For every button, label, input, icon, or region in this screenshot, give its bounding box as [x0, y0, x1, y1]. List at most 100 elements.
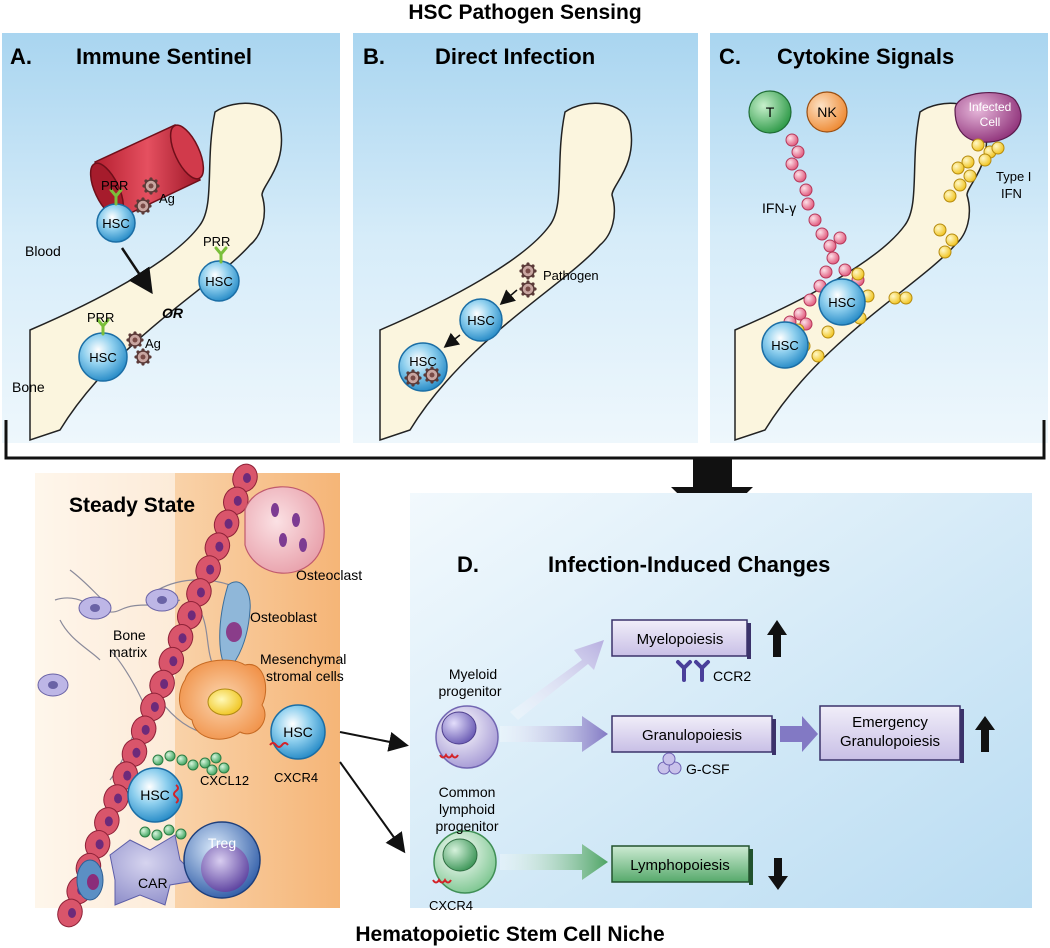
type-i-ifn-bead [899, 291, 913, 305]
cxcr4-label: CXCR4 [429, 898, 473, 913]
osteoblast-lining-nucleus [196, 587, 205, 598]
ifn-gamma-bead [838, 263, 852, 277]
ifn-gamma-bead [803, 293, 817, 307]
type-i-ifn-bead [978, 153, 992, 167]
granulopoiesis-arrow [500, 716, 608, 752]
cxcl12-bead [206, 764, 218, 776]
svg-text:HSC: HSC [828, 295, 855, 310]
svg-text:Cell: Cell [980, 115, 1001, 129]
osteoblast-lining-nucleus [206, 564, 215, 575]
type-i-ifn-bead [963, 169, 977, 183]
type-i-ifn-bead [951, 161, 965, 175]
osteoblast-lining-nucleus [104, 816, 113, 827]
cxcl12-bead [210, 752, 222, 764]
ifn-gamma-beads [783, 133, 865, 331]
panel-a-letter: A. [10, 44, 32, 69]
svg-text:HSC: HSC [467, 313, 494, 328]
increase-arrow [975, 716, 995, 752]
svg-text:Myelopoiesis: Myelopoiesis [637, 631, 724, 648]
niche-to-myeloid-arrow [339, 731, 409, 752]
svg-text:Infected: Infected [969, 100, 1012, 114]
svg-text:HSC: HSC [140, 787, 170, 803]
lymphopoiesis-arrow [500, 844, 608, 880]
cxcl12-bead [151, 829, 163, 841]
infect-arrow [443, 332, 461, 348]
type-i-ifn-bead [811, 349, 825, 363]
osteoblast [219, 581, 251, 671]
type-i-ifn-bead [888, 291, 902, 305]
cxcl12-bead [164, 750, 176, 762]
ifn-gamma-bead [826, 251, 840, 265]
lymphoid-label: lymphoid [439, 801, 495, 817]
osteoblast-lining-nucleus [141, 724, 150, 735]
ifn-gamma-bead [833, 231, 847, 245]
svg-text:HSC: HSC [409, 354, 436, 369]
car-cell [76, 834, 202, 906]
emergency-granulopoiesis-box: Emergency Granulopoiesis [819, 705, 964, 763]
osteoblast-lining-nucleus [123, 770, 132, 781]
svg-text:T: T [766, 104, 775, 120]
myeloid-label: Myeloid [449, 666, 497, 682]
ifn-gamma-bead [823, 239, 837, 253]
myeloid-progenitor [435, 705, 499, 769]
ifn-gamma-bead [785, 133, 799, 147]
or-label: OR [162, 305, 184, 321]
panel-b-letter: B. [363, 44, 385, 69]
gcsf-label: G-CSF [686, 761, 730, 777]
osteoblast-lining-nucleus [243, 473, 251, 483]
niche-panel: Steady State Bone matrix Osteoclast [35, 463, 362, 928]
hsc-cell: HSC [127, 767, 183, 823]
blood-label: Blood [25, 243, 61, 259]
type-i-ifn-bead [945, 233, 959, 247]
cxcl12-label: CXCL12 [200, 773, 249, 788]
type-i-ifn-beads [791, 138, 1005, 363]
ifn-gamma-bead [815, 227, 829, 241]
ifn-gamma-bead [801, 197, 815, 211]
cxcl12-bead [139, 826, 151, 838]
panel-d: D. Infection-Induced Changes Myeloid pro… [410, 493, 1032, 913]
panel-c-letter: C. [719, 44, 741, 69]
msc-label: Mesenchymal [260, 651, 346, 667]
prr-label: PRR [87, 310, 114, 325]
osteoblast-lining-nucleus [114, 793, 123, 804]
bone-matrix-label: Bone [113, 627, 146, 643]
treg-cell: Treg [183, 821, 261, 899]
type-i-ifn-bead [933, 223, 947, 237]
cxcr4-receptor [173, 784, 179, 804]
osteocyte [37, 588, 179, 697]
antigen-icon [125, 330, 145, 350]
ifn-gamma-bead [819, 265, 833, 279]
cxcr4-receptor [439, 753, 459, 759]
ag-label: Ag [159, 191, 175, 206]
pathogen-icon [422, 365, 442, 385]
hsc-cell: HSC [818, 278, 866, 326]
ccr2-label: CCR2 [713, 668, 751, 684]
osteoblast-lining-nucleus [224, 518, 233, 529]
myelopoiesis-arrow [510, 640, 604, 720]
gcsf-molecule [657, 752, 682, 775]
osteoblast-lining-nucleus [169, 656, 178, 667]
panel-b-title: Direct Infection [435, 44, 595, 69]
svg-text:HSC: HSC [283, 724, 313, 740]
myelopoiesis-box: Myelopoiesis [611, 619, 751, 659]
niche-to-lymphoid-arrow [339, 761, 406, 854]
cxcl12-bead [187, 759, 199, 771]
increase-arrow [767, 620, 787, 657]
cxcl12-beads [139, 750, 230, 841]
svg-text:Granulopoiesis: Granulopoiesis [840, 733, 940, 750]
hsc-cell: HSC [198, 260, 240, 302]
svg-text:HSC: HSC [89, 350, 116, 365]
lymphopoiesis-box: Lymphopoiesis [611, 845, 753, 885]
ifn-gamma-bead [793, 169, 807, 183]
osteoblast-lining-nucleus [95, 839, 104, 850]
infected-hsc-cell: HSC [398, 342, 448, 392]
decrease-arrow [768, 858, 788, 890]
bone-label: Bone [12, 379, 45, 395]
type-i-ifn-bead [991, 141, 1005, 155]
cxcr4-receptor [269, 742, 289, 748]
osteoblast-lining-nucleus [68, 908, 76, 918]
bracket-line [4, 420, 1046, 460]
ifn-gamma-bead [808, 213, 822, 227]
type-i-ifn-label: IFN [1001, 186, 1022, 201]
ifn-gamma-bead [793, 307, 807, 321]
